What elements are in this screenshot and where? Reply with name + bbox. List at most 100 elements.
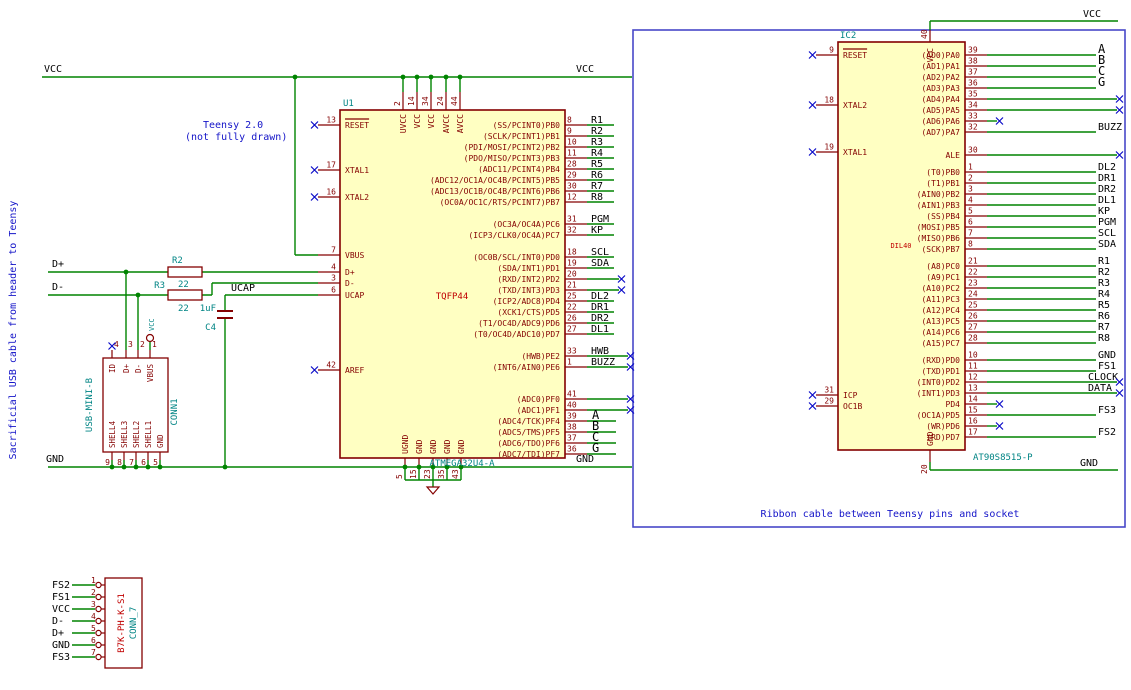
pin-name: (OC1A)PD5 [917, 411, 961, 420]
pin-name: (ADC13/OC1B/OC4B/PCINT6)PB6 [430, 187, 560, 196]
pin-number: 39 [567, 412, 577, 421]
no-connect-icon [1115, 151, 1124, 159]
no-connect-icon [1115, 378, 1124, 386]
pin-name: (ADC6/TDO)PF6 [497, 439, 560, 448]
ic2-reference: IC2 [840, 31, 856, 41]
no-connect-icon [995, 117, 1004, 125]
pin-number: 30 [968, 146, 978, 155]
pin-name: PD4 [946, 400, 961, 409]
net-label-sda: SDA [591, 258, 609, 269]
c4-reference: C4 [205, 323, 216, 333]
pin-name: (WR)PD6 [926, 422, 960, 431]
pin-number: 20 [567, 270, 577, 279]
net-label-d: D- [52, 616, 64, 627]
pin-number: 15 [968, 406, 978, 415]
no-connect-icon [995, 422, 1004, 430]
junction-dot [458, 464, 464, 470]
no-connect-icon [310, 121, 319, 129]
junction-dot [133, 464, 139, 470]
conn1-value: USB-MINI-B [85, 378, 95, 432]
pin-name: (A14)PC6 [921, 328, 960, 337]
no-connect-icon [310, 366, 319, 374]
pin-name: (AD0)PA0 [921, 51, 960, 60]
junction-dot [402, 464, 408, 470]
pin-name: (MOSI)PB5 [917, 223, 961, 232]
pin-name: (SS)PB4 [926, 212, 960, 221]
vcc-power-symbol-text: VCC [148, 318, 156, 331]
pin-name: (AIN1)PB3 [917, 201, 961, 210]
pin-name: D- [345, 279, 355, 288]
pin-name: (A13)PC5 [921, 317, 960, 326]
conn7-reference: CONN_7 [129, 607, 139, 640]
pin-number: 4 [114, 340, 119, 349]
pin-name: VBUS [146, 364, 155, 383]
pin-name: (SCK)PB7 [921, 245, 960, 254]
junction-dot [222, 464, 228, 470]
net-label-fs3: FS3 [52, 652, 70, 663]
net-label-dr1: DR1 [591, 302, 609, 313]
net-label-hwb: HWB [591, 346, 609, 357]
r3-value: 22 [178, 304, 189, 314]
wire-vcc-net [42, 76, 632, 256]
net-label-r7: R7 [591, 181, 603, 192]
r3-body [167, 289, 203, 301]
pin-number: 2 [140, 340, 145, 349]
pin-number: 42 [326, 361, 336, 370]
ribbon-cable-sheet-outline [632, 29, 1126, 528]
net-label-gnd-left: GND [46, 454, 64, 465]
pin-name: (ADC5/TMS)PF5 [497, 428, 560, 437]
ic2-footprint: DIL40 [890, 242, 911, 250]
pin-number: 28 [968, 334, 978, 343]
pin-name: (AD2)PA2 [921, 73, 960, 82]
pin-name: (INT0)PD2 [917, 378, 961, 387]
pin-number: 35 [437, 469, 446, 479]
pin-number: 6 [331, 286, 336, 295]
u1-value: ATMEGA32U4-A [429, 459, 495, 469]
net-label-r4: R4 [1098, 289, 1110, 300]
no-connect-icon [310, 193, 319, 201]
gnd-power-symbol [425, 486, 441, 495]
pin-name: XTAL1 [345, 166, 369, 175]
junction-dot [428, 74, 434, 80]
conn7-footprint: B7K-PH-K-S1 [117, 593, 127, 653]
pin-name: (HWB)PE2 [521, 352, 560, 361]
pin-number: 36 [968, 79, 978, 88]
pin-number: 19 [824, 143, 834, 152]
net-label-dl1: DL1 [1098, 195, 1116, 206]
net-label-dl1: DL1 [591, 324, 609, 335]
pin-name: (A8)PC0 [926, 262, 960, 271]
pin-name: (T1)PB1 [926, 179, 960, 188]
c4-capacitor-plates [217, 310, 233, 319]
pin-name: (ICP2/ADC8)PD4 [493, 297, 561, 306]
pin-number: 2 [91, 588, 96, 597]
no-connect-icon [626, 352, 635, 360]
no-connect-icon [808, 402, 817, 410]
pin-number: 26 [567, 314, 577, 323]
pin-number: 9 [105, 458, 110, 467]
pin-name: UCAP [345, 291, 364, 300]
net-label-gnd: GND [1098, 350, 1116, 361]
net-label-pgm: PGM [1098, 217, 1116, 228]
net-label-fs1: FS1 [1098, 361, 1116, 372]
pin-name: ID [108, 364, 117, 374]
pin-number: 1 [567, 358, 572, 367]
pin-number: 5 [153, 458, 158, 467]
no-connect-icon [626, 406, 635, 414]
net-label-buzz: BUZZ [591, 357, 615, 368]
u1-body [339, 109, 566, 459]
wire-ucap-net [224, 294, 318, 467]
pin-number: 5 [91, 624, 96, 633]
pin-number: 29 [567, 171, 577, 180]
net-label-c: C [592, 430, 599, 444]
pin-name: ALE [946, 151, 961, 160]
pin-number: 35 [968, 90, 978, 99]
pin-name: GND [429, 439, 438, 454]
junction-dot [135, 292, 141, 298]
net-label-vcc: VCC [52, 604, 70, 615]
pin-name: VBUS [345, 251, 364, 260]
pin-name: (SCLK/PCINT1)PB1 [483, 132, 560, 141]
net-label-b: B [592, 419, 599, 433]
pin-number: 4 [331, 263, 336, 272]
